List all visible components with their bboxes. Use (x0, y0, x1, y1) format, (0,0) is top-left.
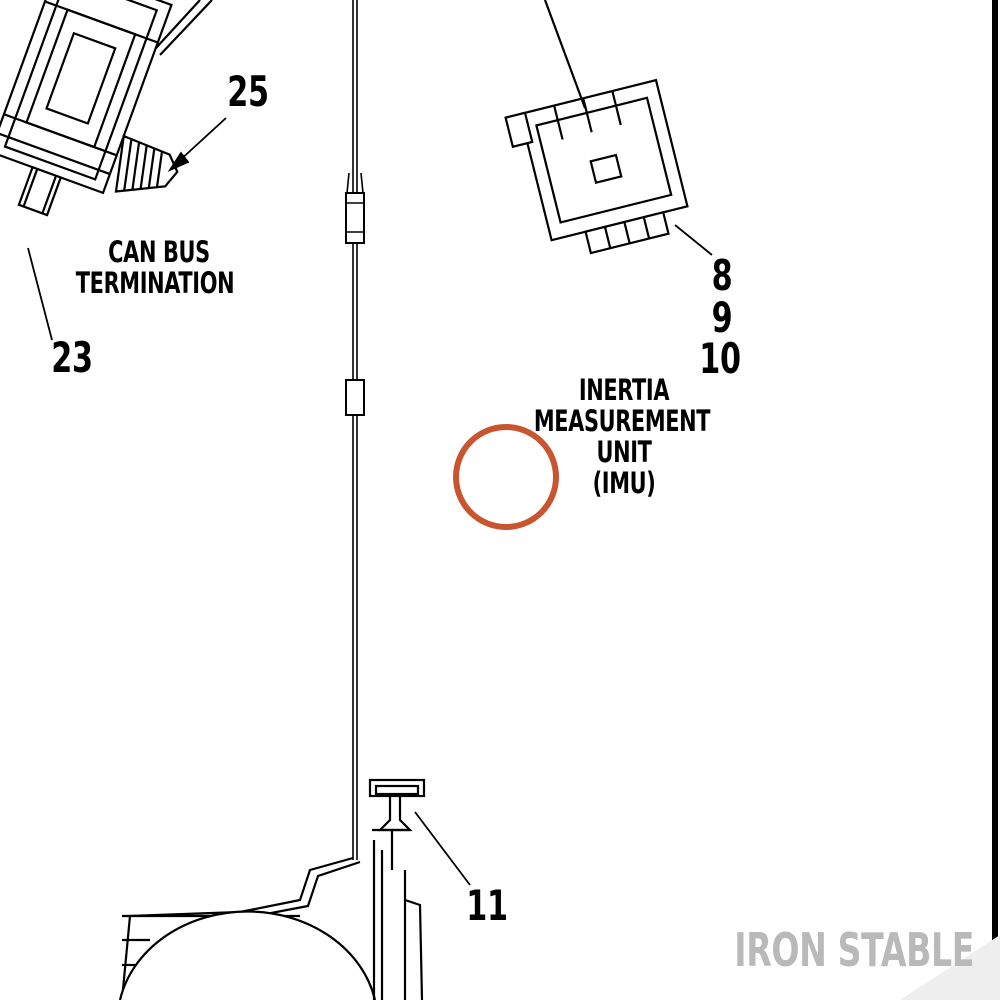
imu-label-line4: (IMU) (592, 466, 656, 500)
can-bus-termination-connector (0, 0, 213, 217)
leader-11 (414, 811, 471, 886)
callout-8: 8 (711, 251, 733, 300)
leader-23 (27, 247, 53, 341)
watermark: IRON STABLE (734, 923, 974, 977)
leader-lines (27, 117, 713, 886)
lower-module (118, 778, 426, 1000)
imu-highlight-circle (453, 424, 559, 530)
imu-label-line3: UNIT (596, 435, 652, 469)
corner-shade (900, 935, 1000, 1000)
callout-23: 23 (51, 333, 93, 382)
callout-9: 9 (711, 293, 733, 342)
main-harness-wire (345, 0, 365, 860)
callout-11: 11 (466, 881, 508, 930)
leader-25 (177, 117, 227, 163)
imu-label-line1: INERTIA (578, 373, 670, 407)
can-bus-label-line1: CAN BUS (108, 235, 210, 269)
leader-25-arrow (167, 151, 190, 173)
callout-10: 10 (699, 334, 741, 383)
imu-label-line2: MEASUREMENT (533, 404, 711, 438)
leader-8 (674, 224, 713, 256)
callout-25: 25 (227, 67, 269, 116)
imu-connector (504, 0, 689, 255)
can-bus-label-line2: TERMINATION (75, 266, 235, 300)
